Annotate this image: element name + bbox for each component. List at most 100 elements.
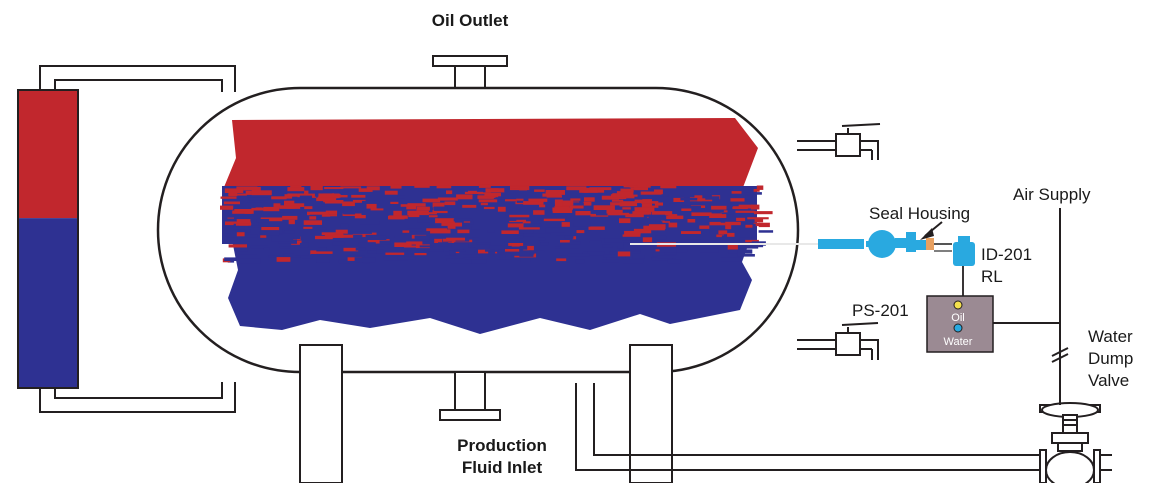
emulsion-droplet: [516, 198, 524, 203]
emulsion-droplet: [240, 234, 258, 238]
emulsion-droplet: [238, 254, 258, 260]
emulsion-droplet: [523, 201, 544, 205]
emulsion-droplet: [352, 199, 366, 203]
emulsion-droplet: [287, 192, 302, 197]
emulsion-droplet: [462, 204, 477, 208]
emulsion-droplet: [406, 241, 423, 245]
emulsion-droplet: [567, 253, 590, 257]
emulsion-droplet: [542, 193, 562, 197]
emulsion-droplet: [400, 204, 409, 207]
emulsion-droplet: [666, 215, 684, 220]
emulsion-droplet: [744, 192, 762, 195]
emulsion-droplet: [601, 195, 619, 200]
emulsion-droplet: [564, 235, 574, 239]
emulsion-droplet: [593, 205, 615, 210]
emulsion-droplet: [248, 197, 269, 201]
emulsion-droplet: [490, 188, 499, 191]
emulsion-droplet: [383, 256, 404, 261]
emulsion-droplet: [739, 237, 755, 241]
emulsion-droplet: [754, 211, 773, 215]
emulsion-droplet: [310, 185, 323, 191]
emulsion-droplet: [622, 234, 641, 237]
emulsion-droplet: [290, 185, 302, 189]
emulsion-droplet: [610, 202, 627, 206]
emulsion-droplet: [555, 235, 573, 240]
emulsion-droplet: [534, 189, 545, 192]
emulsion-droplet: [416, 206, 430, 211]
emulsion-droplet: [358, 242, 376, 246]
emulsion-droplet: [404, 245, 419, 248]
emulsion-droplet: [273, 203, 281, 208]
emulsion-droplet: [318, 193, 340, 199]
emulsion-droplet: [725, 221, 741, 226]
emulsion-droplet: [705, 196, 720, 200]
emulsion-droplet: [629, 184, 651, 188]
emulsion-droplet: [624, 230, 641, 235]
emulsion-droplet: [497, 206, 506, 212]
emulsion-droplet: [471, 225, 481, 230]
emulsion-droplet: [414, 253, 427, 256]
emulsion-droplet: [438, 211, 455, 216]
production-inlet-label-1: Production: [457, 436, 547, 455]
emulsion-droplet: [509, 253, 530, 256]
emulsion-droplet: [505, 212, 517, 216]
emulsion-droplet: [276, 257, 291, 262]
emulsion-droplet: [520, 258, 531, 263]
emulsion-droplet: [451, 243, 469, 248]
emulsion-droplet: [299, 242, 309, 248]
emulsion-droplet: [438, 242, 449, 247]
emulsion-droplet: [509, 219, 526, 223]
emulsion-droplet: [228, 191, 238, 197]
emulsion-droplet: [271, 237, 294, 242]
emulsion-droplet: [384, 190, 398, 195]
emulsion-droplet: [342, 213, 359, 216]
emulsion-droplet: [478, 199, 498, 203]
emulsion-droplet: [606, 257, 620, 260]
emulsion-droplet: [540, 242, 549, 246]
emulsion-droplet: [309, 214, 323, 218]
emulsion-droplet: [480, 202, 488, 206]
emulsion-droplet: [680, 197, 698, 201]
emulsion-droplet: [353, 234, 363, 239]
emulsion-droplet: [519, 186, 528, 191]
emulsion-droplet: [446, 190, 453, 195]
rl-label: RL: [981, 267, 1003, 286]
emulsion-droplet: [300, 212, 313, 216]
emulsion-droplet: [310, 254, 320, 258]
emulsion-droplet: [575, 211, 591, 216]
emulsion-droplet: [720, 210, 728, 213]
emulsion-droplet: [642, 199, 652, 204]
emulsion-droplet: [753, 189, 760, 192]
emulsion-droplet: [655, 235, 667, 240]
emulsion-droplet: [509, 214, 530, 218]
fluid-layers: [220, 118, 774, 334]
emulsion-droplet: [709, 221, 727, 226]
emulsion-droplet: [733, 206, 752, 209]
emulsion-droplet: [224, 257, 237, 261]
emulsion-droplet: [681, 205, 701, 210]
emulsion-droplet: [667, 259, 681, 264]
emulsion-droplet: [359, 235, 373, 238]
emulsion-droplet: [561, 222, 570, 227]
emulsion-droplet: [725, 224, 732, 230]
emulsion-droplet: [424, 249, 444, 252]
emulsion-droplet: [556, 258, 567, 262]
oil-outlet-label: Oil Outlet: [432, 11, 509, 30]
emulsion-droplet: [596, 209, 603, 215]
emulsion-droplet: [758, 222, 770, 228]
emulsion-droplet: [360, 221, 380, 225]
emulsion-droplet: [505, 249, 520, 252]
emulsion-droplet: [239, 186, 261, 191]
emulsion-droplet: [539, 204, 546, 208]
emulsion-droplet: [648, 193, 669, 197]
emulsion-droplet: [251, 190, 272, 196]
emulsion-droplet: [220, 205, 234, 210]
emulsion-droplet: [397, 195, 406, 199]
emulsion-droplet: [332, 234, 354, 238]
emulsion-droplet: [681, 208, 692, 211]
emulsion-droplet: [584, 197, 595, 202]
water-dump-label-2: Dump: [1088, 349, 1133, 368]
emulsion-droplet: [731, 191, 742, 194]
emulsion-droplet: [619, 218, 631, 224]
emulsion-droplet: [315, 235, 333, 240]
